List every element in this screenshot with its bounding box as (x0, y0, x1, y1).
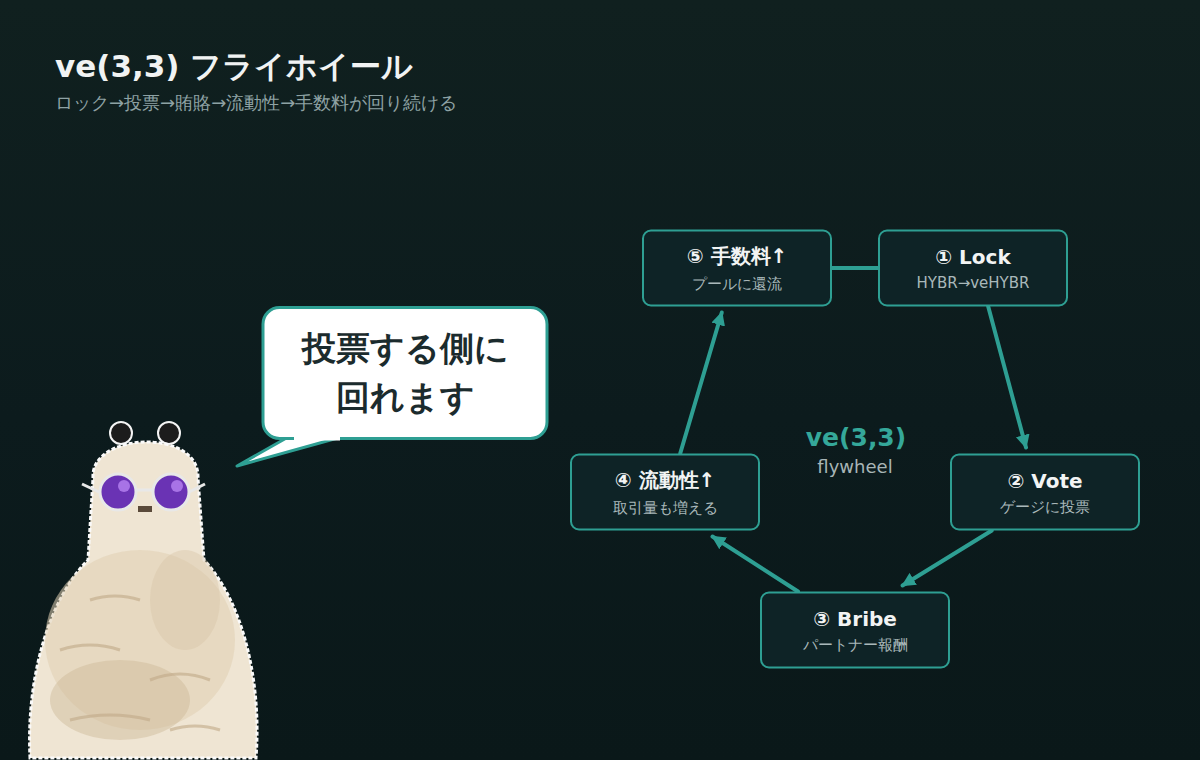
process-box: ① LockHYBR→veHYBR (878, 230, 1068, 307)
subtitle: ロック→投票→賄賂→流動性→手数料が回り続ける (55, 91, 457, 115)
flow-arrow (680, 313, 722, 454)
alpaca-ear (158, 422, 180, 444)
process-box: ⑤ 手数料↑ プールに還流 (642, 230, 832, 307)
alpaca-ear (110, 422, 132, 444)
alpaca-nose (138, 506, 152, 512)
lens-shine (118, 480, 130, 492)
center-sublabel: flywheel (817, 456, 892, 477)
glasses-bridge (135, 489, 153, 492)
bubble-tail (237, 436, 345, 466)
node-subtitle: HYBR→veHYBR (917, 274, 1030, 292)
node-title: ⑤ 手数料↑ (687, 243, 788, 270)
glasses-lens (153, 474, 189, 510)
node-subtitle: プールに還流 (692, 275, 782, 294)
speech-bubble: 投票する側に 回れます (262, 306, 549, 440)
node-subtitle: 取引量も増える (613, 499, 718, 518)
node-title: ② Vote (1007, 468, 1082, 492)
alpaca-character (30, 422, 258, 758)
center-label: ve(3,3) (806, 423, 906, 452)
node-title: ① Lock (935, 245, 1011, 269)
lens-shine (171, 480, 183, 492)
process-box: ④ 流動性↑ 取引量も増える (570, 454, 760, 531)
node-title: ④ 流動性↑ (615, 467, 716, 494)
flow-arrow (988, 307, 1026, 448)
process-box: ② Vote ゲージに投票 (950, 454, 1140, 531)
node-title: 投票する側に 回れます (285, 324, 526, 423)
flow-arrow (713, 537, 799, 592)
glasses-arm (189, 484, 205, 492)
node-title: ③ Bribe (813, 606, 897, 630)
alpaca-body (30, 442, 258, 758)
body-shading (150, 550, 220, 650)
flow-arrow (903, 531, 992, 586)
glasses-arm (82, 484, 99, 492)
glasses-lens (100, 474, 136, 510)
process-box: ③ Bribe パートナー報酬 (760, 592, 950, 669)
node-subtitle: ゲージに投票 (1000, 497, 1090, 516)
node-subtitle: パートナー報酬 (803, 635, 908, 654)
diagram-title: ve(3,3) フライホイール (55, 46, 413, 88)
flow-arrow (832, 266, 878, 270)
fur-texture (60, 596, 220, 730)
body-shading (50, 660, 190, 740)
